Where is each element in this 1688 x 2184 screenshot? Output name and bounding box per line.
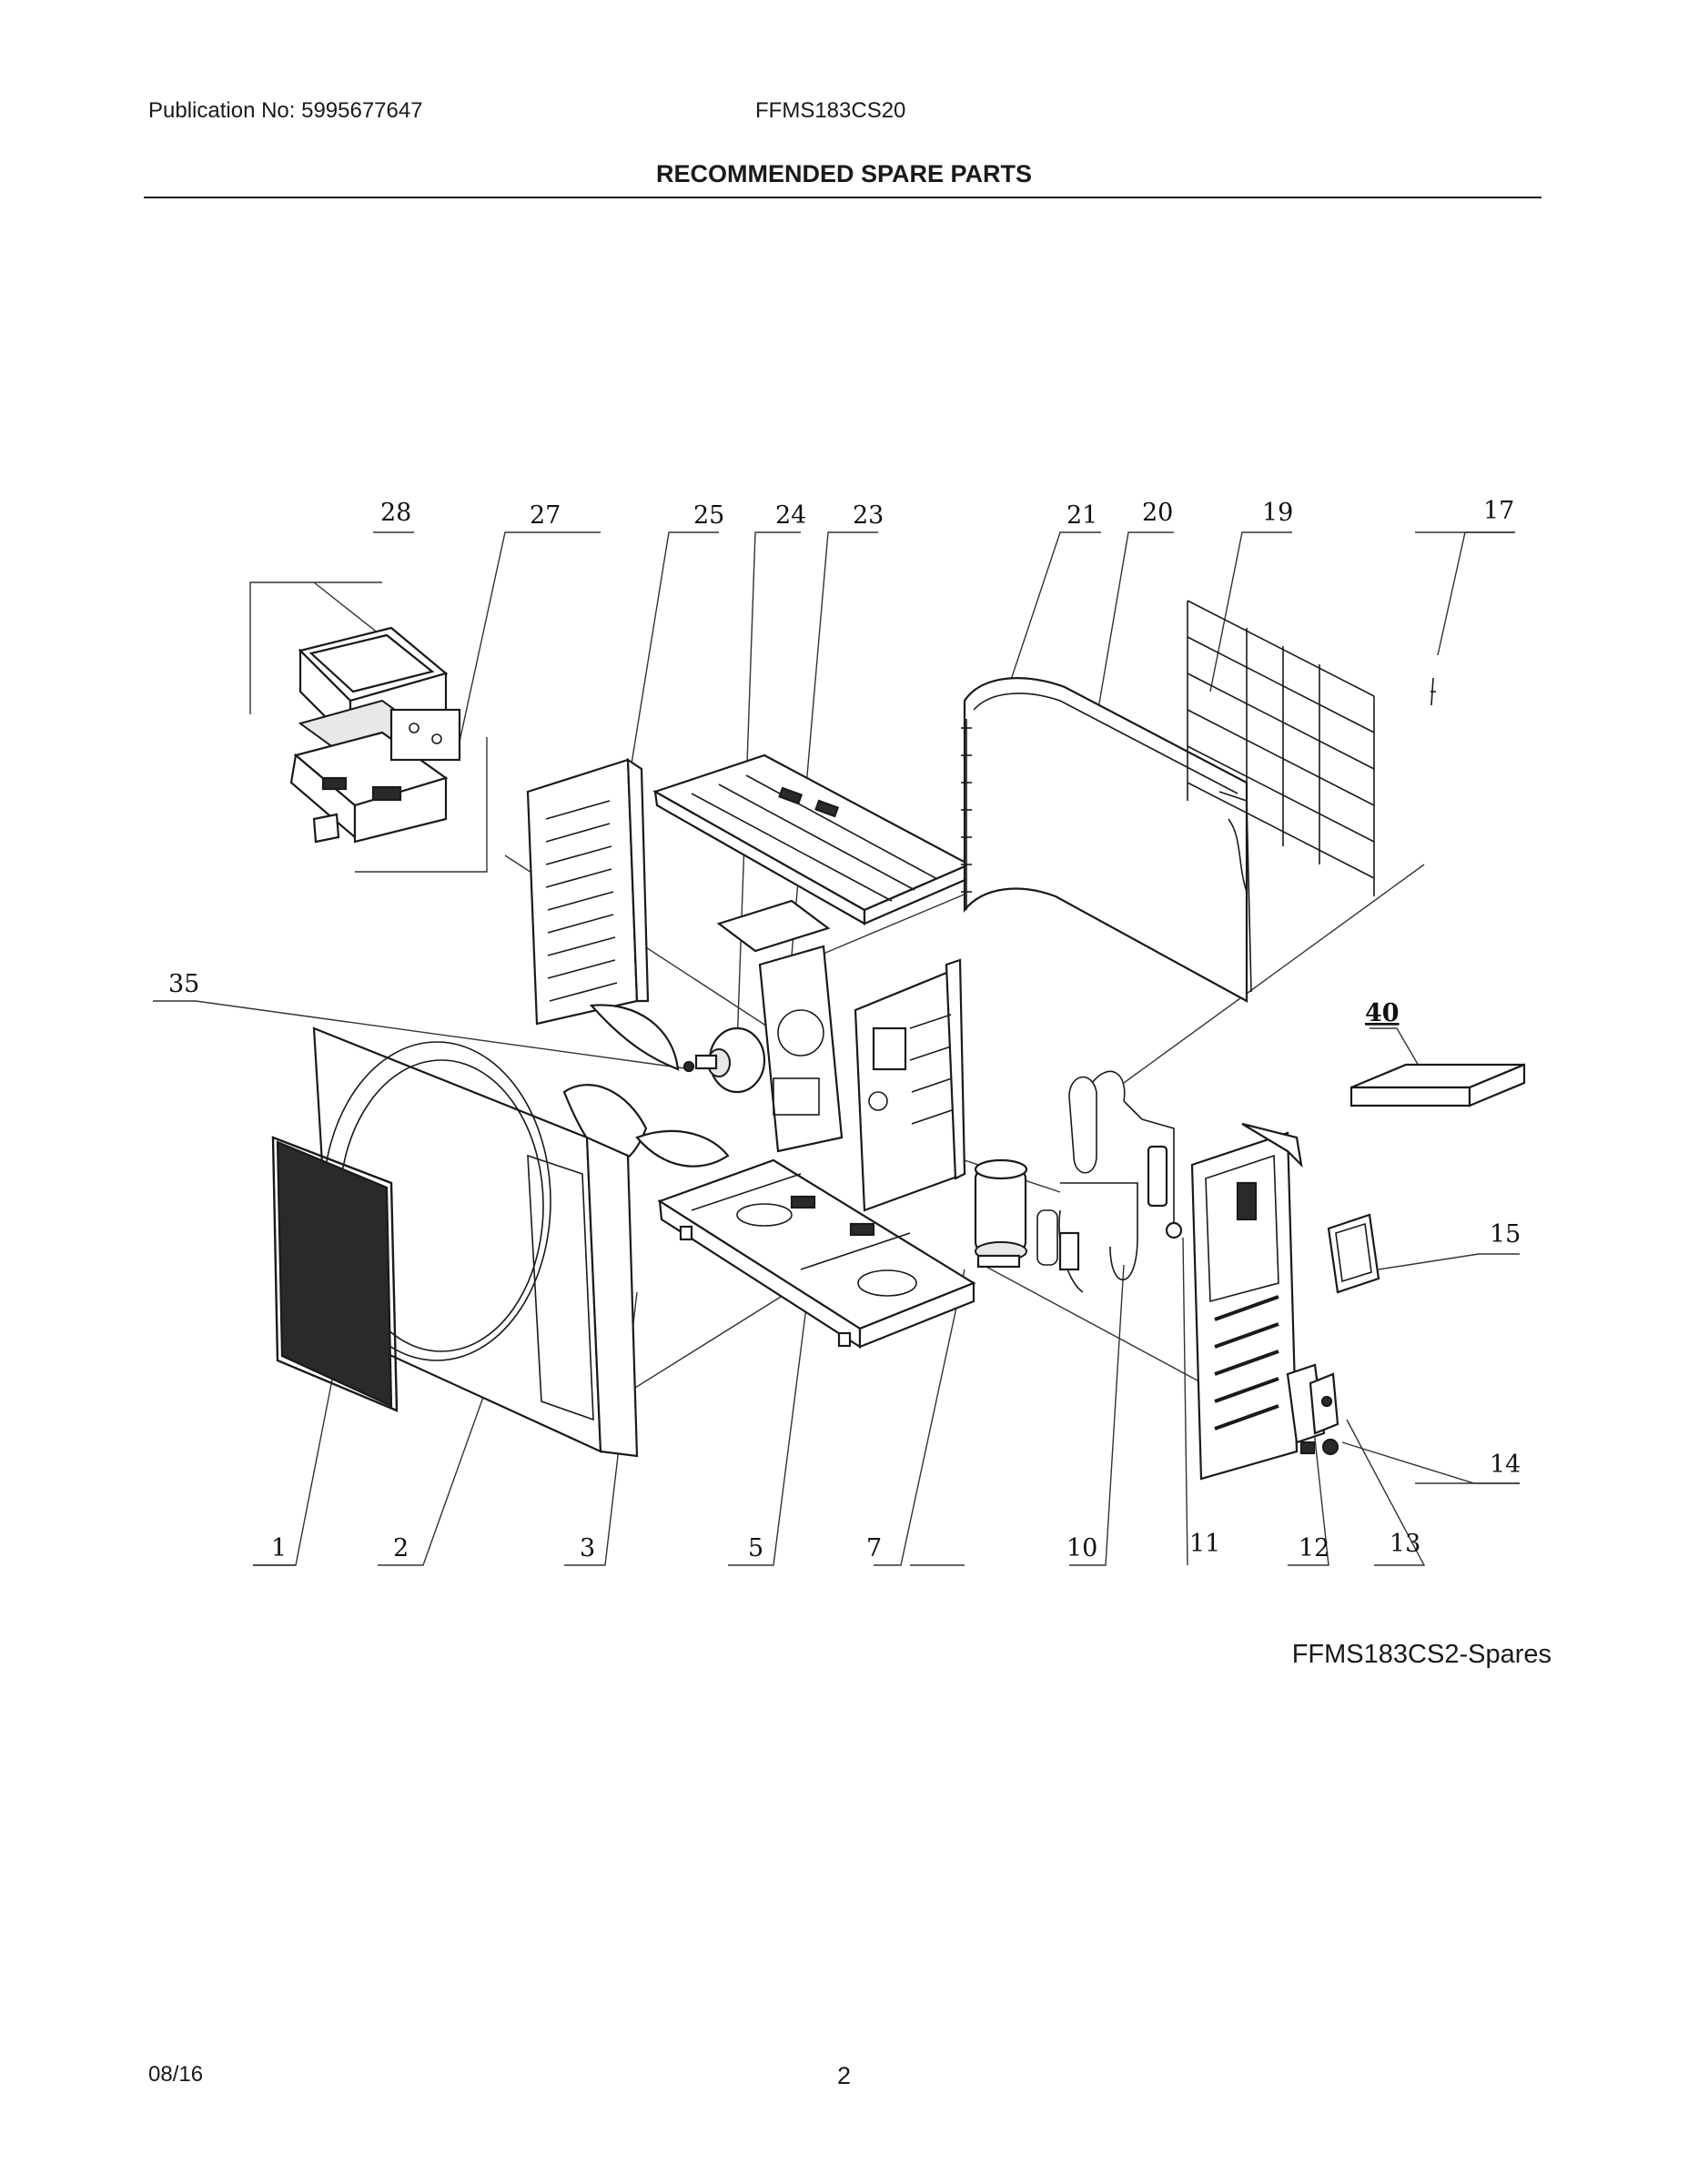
callout-20: 20 — [1142, 499, 1173, 527]
publication-number: Publication No: 5995677647 — [148, 98, 423, 123]
callout-21: 21 — [1066, 501, 1097, 530]
callout-17: 17 — [1483, 497, 1514, 525]
callout-labels: 28 27 25 24 23 21 20 19 17 35 40 15 14 1… — [168, 497, 1521, 1562]
callout-5: 5 — [748, 1534, 763, 1562]
part-19-wire-grille — [1187, 600, 1375, 896]
part-20-condenser-coil — [961, 677, 1252, 1003]
part-23-motor-bracket — [716, 899, 844, 1153]
page-title: RECOMMENDED SPARE PARTS — [655, 160, 1033, 187]
callout-1: 1 — [271, 1534, 287, 1562]
callout-25: 25 — [693, 501, 724, 530]
callout-7: 7 — [866, 1534, 882, 1562]
part-1-front-grille — [271, 1136, 399, 1412]
callout-14: 14 — [1490, 1451, 1521, 1479]
part-28-control-box — [289, 626, 461, 844]
callout-underlines — [253, 531, 1520, 1566]
callout-12: 12 — [1299, 1534, 1329, 1562]
callout-10: 10 — [1066, 1534, 1097, 1562]
part-24-top-cover — [652, 753, 972, 925]
callout-3: 3 — [580, 1534, 595, 1562]
callout-35: 35 — [168, 970, 199, 998]
part-7-compressor — [974, 1158, 1058, 1269]
diagram-caption: FFMS183CS2-Spares — [1291, 1640, 1552, 1669]
part-25-side-panel — [526, 757, 650, 1026]
footer-date: 08/16 — [148, 2062, 204, 2087]
callout-15: 15 — [1490, 1220, 1521, 1249]
part-35-fan-motor — [682, 1026, 766, 1094]
page-number: 2 — [836, 2062, 852, 2089]
part-11-right-side-panel — [1190, 1122, 1303, 1481]
callout-2: 2 — [393, 1534, 409, 1562]
part-21-partition-plate — [854, 958, 966, 1212]
callout-28: 28 — [380, 499, 411, 527]
part-17-clip — [1430, 677, 1436, 706]
header-divider — [144, 197, 1541, 198]
callout-24: 24 — [775, 501, 806, 530]
part-15-cover-plate — [1327, 1213, 1380, 1294]
part-40-pad — [1349, 1063, 1526, 1107]
callout-27: 27 — [530, 501, 561, 530]
model-number: FFMS183CS20 — [755, 98, 906, 123]
callout-13: 13 — [1390, 1530, 1420, 1558]
callout-40: 40 — [1365, 999, 1400, 1027]
part-10-piping-assembly — [1058, 1070, 1183, 1293]
callout-19: 19 — [1262, 499, 1293, 527]
callout-23: 23 — [853, 501, 884, 530]
callout-11: 11 — [1189, 1530, 1220, 1558]
part-12-13-14-valve-assembly — [1286, 1363, 1339, 1456]
part-5-base-pan — [657, 1158, 976, 1350]
